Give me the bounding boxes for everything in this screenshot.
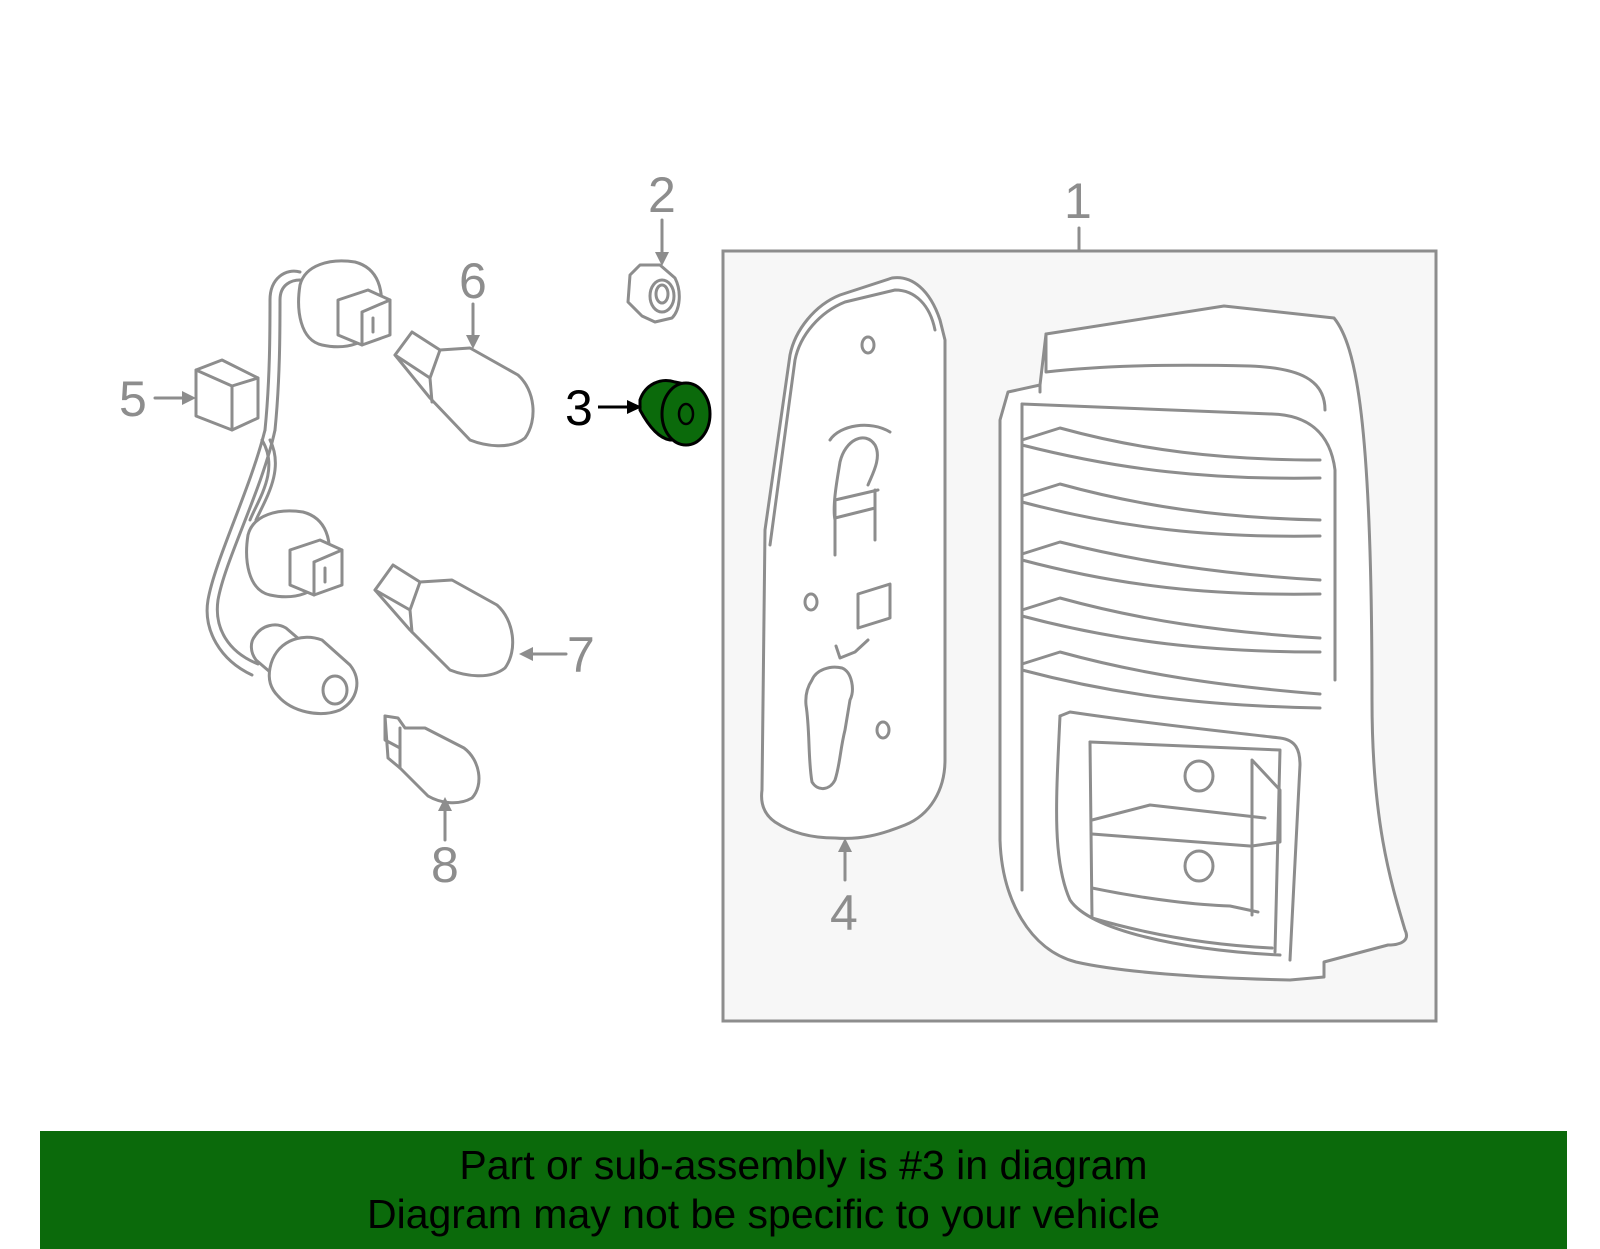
bulb-part-7 <box>373 563 515 678</box>
callout-5: 5 <box>119 371 147 427</box>
footer-line-disclaimer: Diagram may not be specific to your vehi… <box>366 1191 1160 1237</box>
callout-8: 8 <box>431 837 459 893</box>
tail-lamp-assembly-group <box>721 226 1438 1023</box>
callout-6: 6 <box>459 253 487 309</box>
leader-arrows <box>153 218 852 882</box>
callout-7: 7 <box>567 627 595 683</box>
bulb-part-8 <box>383 714 481 805</box>
wire-harness <box>194 259 392 715</box>
footer-banner: Part or sub-assembly is #3 in diagram Di… <box>40 1131 1567 1249</box>
bulb-part-6 <box>393 330 535 448</box>
callout-2: 2 <box>648 167 676 223</box>
socket-plate <box>760 276 947 840</box>
callout-3-highlighted: 3 <box>565 380 593 436</box>
callout-4: 4 <box>830 885 858 941</box>
footer-line-part-info: Part or sub-assembly is #3 in diagram <box>459 1142 1148 1188</box>
grommet-part-3-highlighted <box>638 379 712 447</box>
nut-part-2 <box>626 263 681 324</box>
tail-lamp-housing <box>998 304 1408 982</box>
callout-1: 1 <box>1064 173 1092 229</box>
